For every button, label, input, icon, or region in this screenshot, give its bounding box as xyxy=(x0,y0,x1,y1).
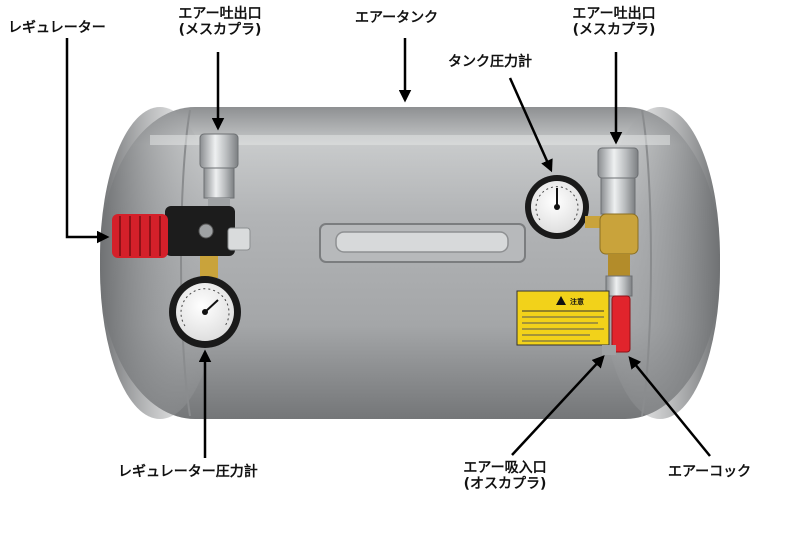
label-inlet-line2: (オスカプラ) xyxy=(463,476,547,492)
inlet-coupler xyxy=(602,345,616,355)
label-left-outlet-line2: (メスカプラ) xyxy=(178,22,262,38)
arrow-inlet xyxy=(511,355,605,456)
label-inlet-line1: エアー吸入口 xyxy=(463,460,547,476)
label-right-outlet-line2: (メスカプラ) xyxy=(572,22,656,38)
tank-handle xyxy=(319,223,526,263)
label-right-outlet-line1: エアー吐出口 xyxy=(572,6,656,22)
warning-sticker: 注意 xyxy=(516,290,610,346)
label-regulator: レギュレーター xyxy=(8,20,106,36)
warning-sticker-heading: 注意 xyxy=(570,297,584,306)
regulator-pressure-gauge xyxy=(169,276,241,348)
brass-fitting xyxy=(599,213,639,276)
label-inlet: エアー吸入口 (オスカプラ) xyxy=(435,460,575,492)
label-left-outlet-line1: エアー吐出口 xyxy=(178,6,262,22)
label-right-outlet: エアー吐出口 (メスカプラ) xyxy=(554,6,674,38)
arrow-tank-gauge xyxy=(508,77,553,173)
regulator-knob xyxy=(112,214,168,258)
label-air-cock: エアーコック xyxy=(668,464,752,480)
callout-arrows xyxy=(65,38,711,458)
left-outlet-coupler xyxy=(199,133,239,208)
air-cock xyxy=(605,275,633,353)
tank-pressure-gauge xyxy=(525,175,603,239)
label-left-outlet: エアー吐出口 (メスカプラ) xyxy=(160,6,280,38)
regulator xyxy=(112,206,251,278)
arrow-air-cock xyxy=(628,356,711,457)
label-regulator-gauge: レギュレーター圧力計 xyxy=(118,464,258,480)
right-outlet-coupler xyxy=(597,147,639,215)
arrow-regulator xyxy=(65,38,110,244)
label-tank-gauge: タンク圧力計 xyxy=(448,54,532,70)
label-air-tank: エアータンク xyxy=(355,10,439,26)
